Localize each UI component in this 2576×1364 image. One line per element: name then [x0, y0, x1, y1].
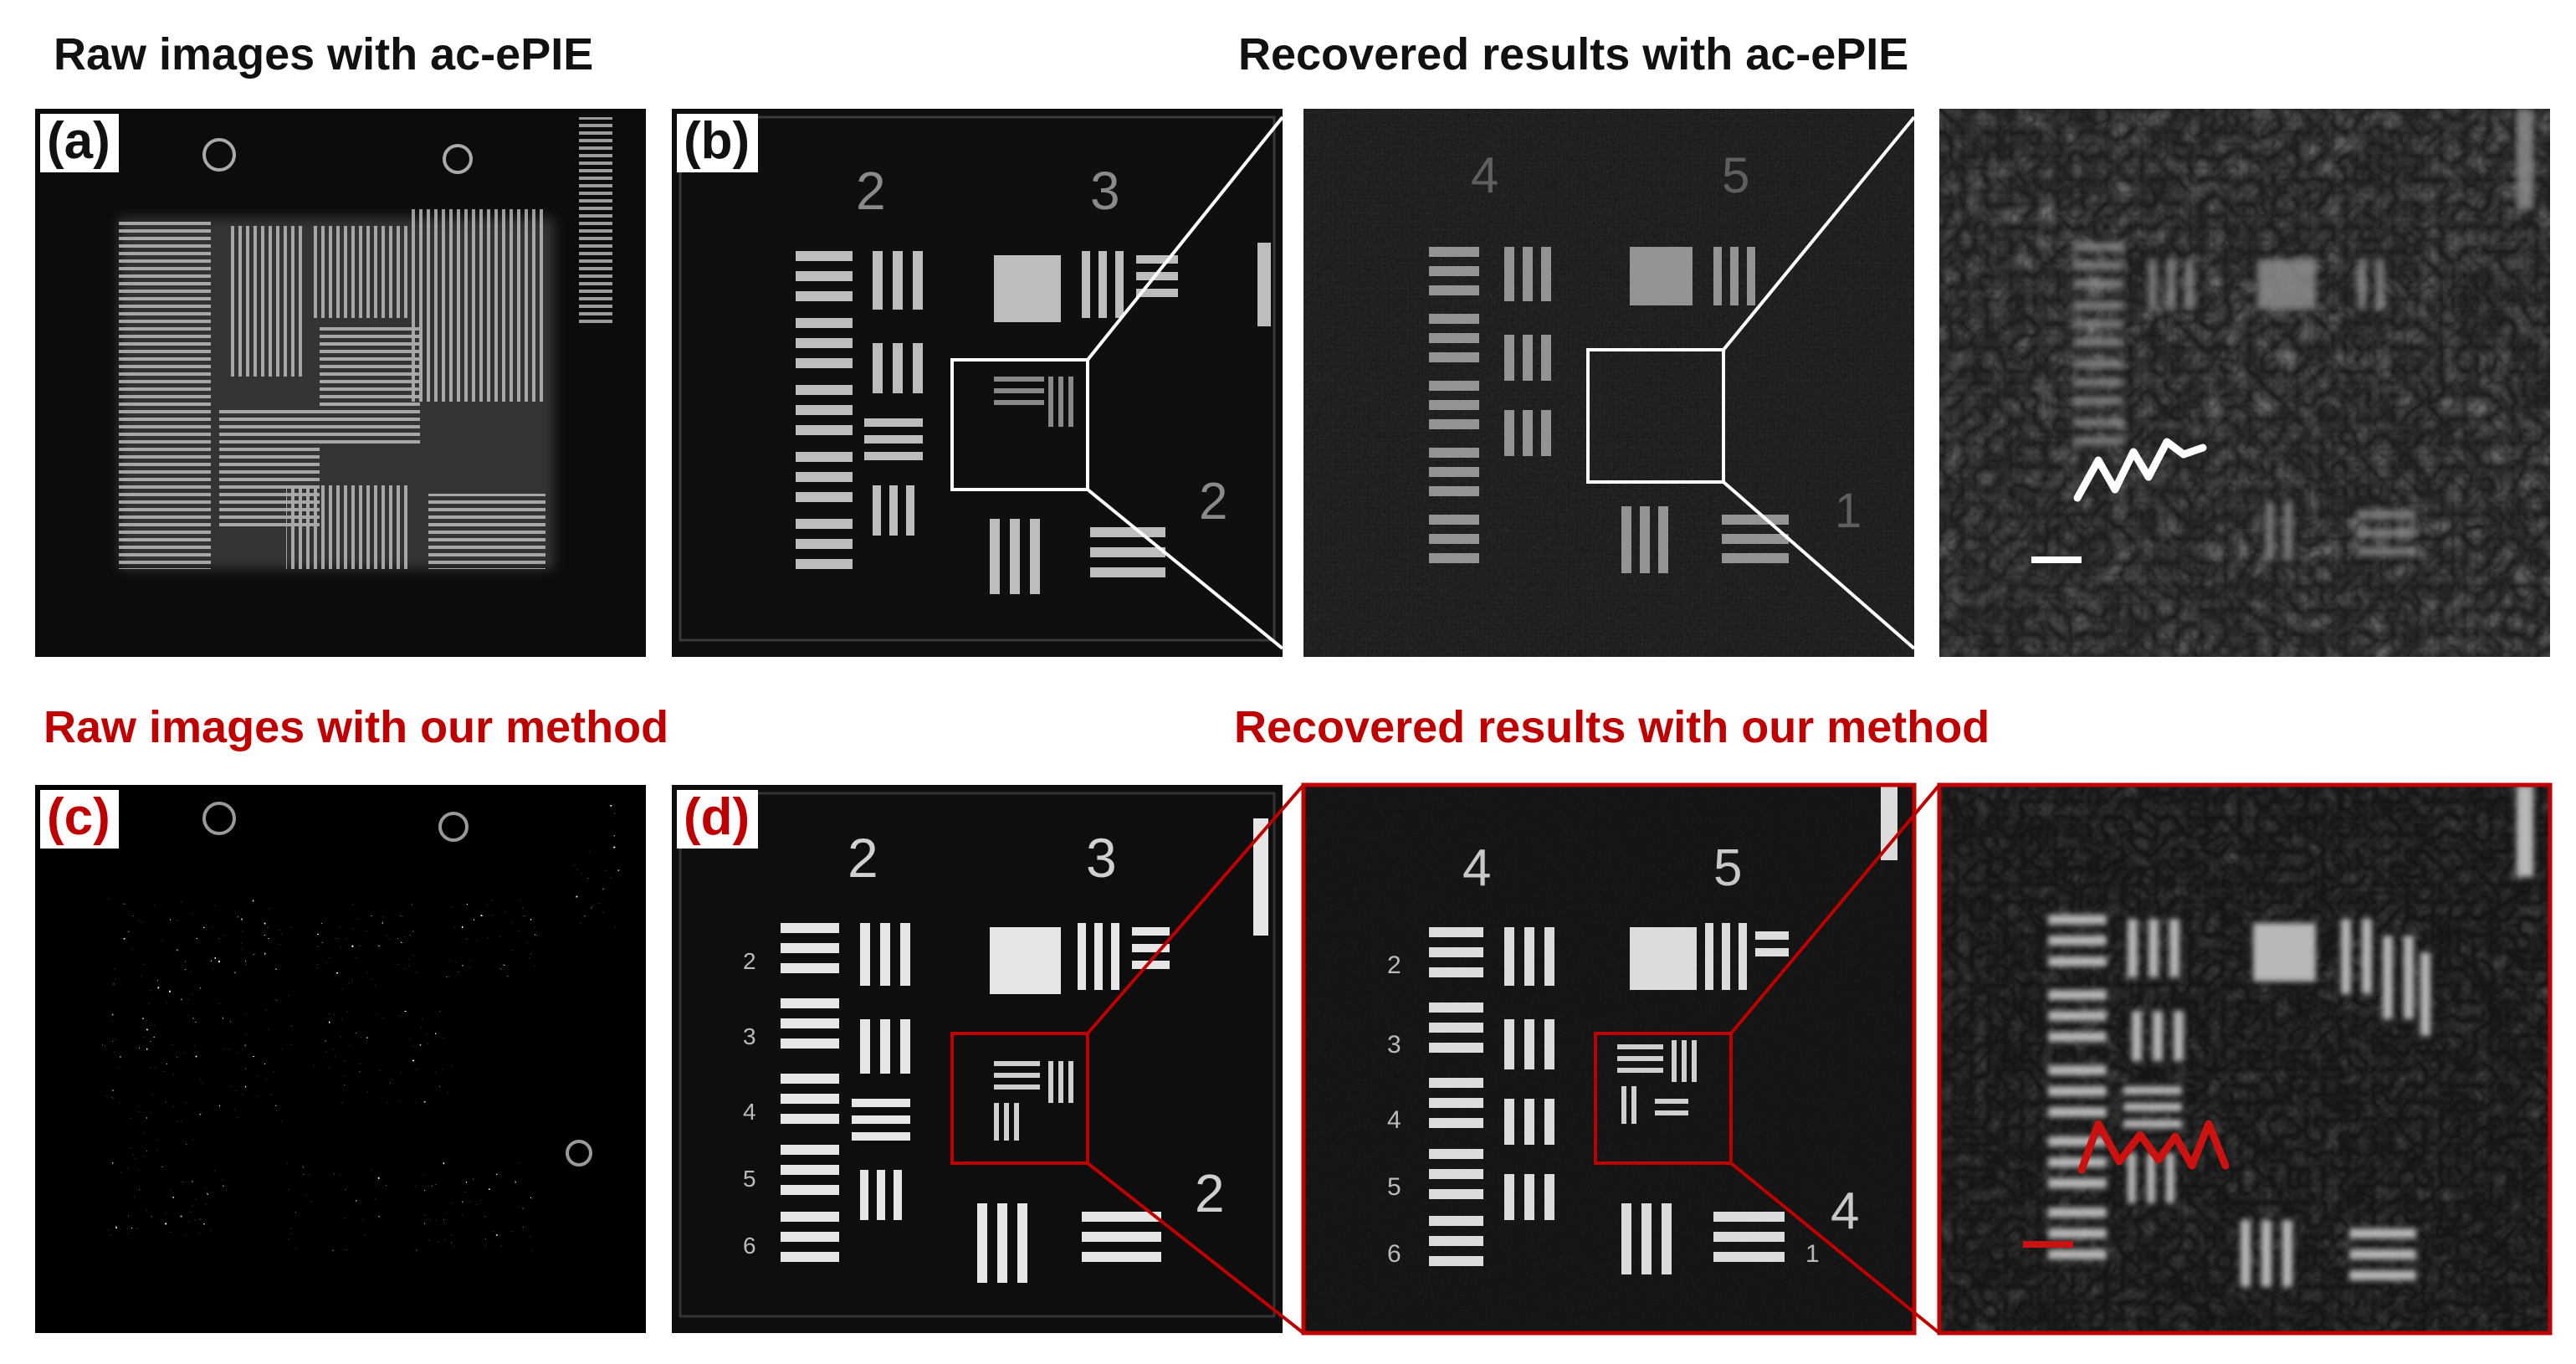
panel-d-zoom-1: 4 5 2 3 4 5 6 4 1	[1303, 785, 1914, 1333]
heading-raw-our-method: Raw images with our method	[44, 702, 669, 752]
zoom-element-3: 3	[1387, 1031, 1401, 1059]
heading-recovered-ac-epie: Recovered results with ac-ePIE	[1238, 29, 1909, 79]
zoom-element-6: 6	[1387, 1240, 1401, 1268]
zoom-image-b2	[1939, 109, 2550, 657]
panel-c-raw-our-method: (c)	[35, 785, 646, 1333]
scale-bar-white	[2031, 556, 2082, 563]
group-number-2: 2	[856, 161, 886, 221]
element-number-6: 6	[743, 1233, 756, 1259]
corner-digit-2-d: 2	[1195, 1163, 1225, 1223]
heading-recovered-our-method: Recovered results with our method	[1234, 702, 1990, 752]
panel-label-b: (b)	[677, 114, 759, 172]
panel-b-zoom-1: 4 5 1	[1303, 109, 1914, 657]
panel-b-zoom-2	[1939, 109, 2550, 657]
panel-label-a: (a)	[40, 114, 119, 172]
line-profile-marker-white	[2073, 438, 2207, 502]
group-number-4: 4	[1471, 147, 1498, 203]
zoom-element-5: 5	[1387, 1173, 1401, 1201]
element-number-4: 4	[743, 1099, 756, 1125]
element-number-5: 5	[743, 1166, 756, 1192]
raw-diffraction-image-a	[35, 109, 646, 657]
group-number-3: 3	[1090, 161, 1120, 221]
zoom-image-b1: 4 5 1	[1303, 109, 1914, 657]
panel-label-c: (c)	[40, 790, 119, 849]
panel-d-zoom-2	[1939, 785, 2550, 1333]
corner-digit-2: 2	[1199, 473, 1227, 531]
heading-raw-ac-epie: Raw images with ac-ePIE	[54, 29, 594, 79]
zoom-element-4: 4	[1387, 1106, 1401, 1134]
resolution-target-image-d: 2 3 2 3 4 5 6 2	[672, 785, 1283, 1333]
group-number-5: 5	[1722, 147, 1749, 203]
corner-digit-4-d: 4	[1831, 1182, 1859, 1240]
group-number-5-d: 5	[1713, 839, 1742, 897]
panel-a-raw-ac-epie: (a)	[35, 109, 646, 657]
group-number-2-d: 2	[848, 827, 878, 889]
element-number-2: 2	[743, 948, 756, 974]
resolution-target-image-b: 2 3 2	[672, 109, 1283, 657]
corner-digit-1-top: 1	[1835, 484, 1862, 538]
group-number-3-d: 3	[1086, 827, 1117, 889]
zoom-image-d2	[1939, 785, 2550, 1333]
element-number-3: 3	[743, 1023, 756, 1049]
scale-bar-red	[2023, 1241, 2073, 1248]
group-number-4-d: 4	[1462, 839, 1491, 897]
corner-digit-1-d: 1	[1805, 1240, 1820, 1268]
panel-b-recovered-ac-epie: 2 3 2 (b)	[672, 109, 1283, 657]
raw-diffraction-image-c	[35, 785, 646, 1333]
zoom-element-2: 2	[1387, 951, 1401, 979]
zoom-image-d1: 4 5 2 3 4 5 6 4 1	[1303, 785, 1914, 1333]
panel-d-recovered-our-method: 2 3 2 3 4 5 6 2	[672, 785, 1283, 1333]
panel-label-d: (d)	[677, 790, 759, 849]
